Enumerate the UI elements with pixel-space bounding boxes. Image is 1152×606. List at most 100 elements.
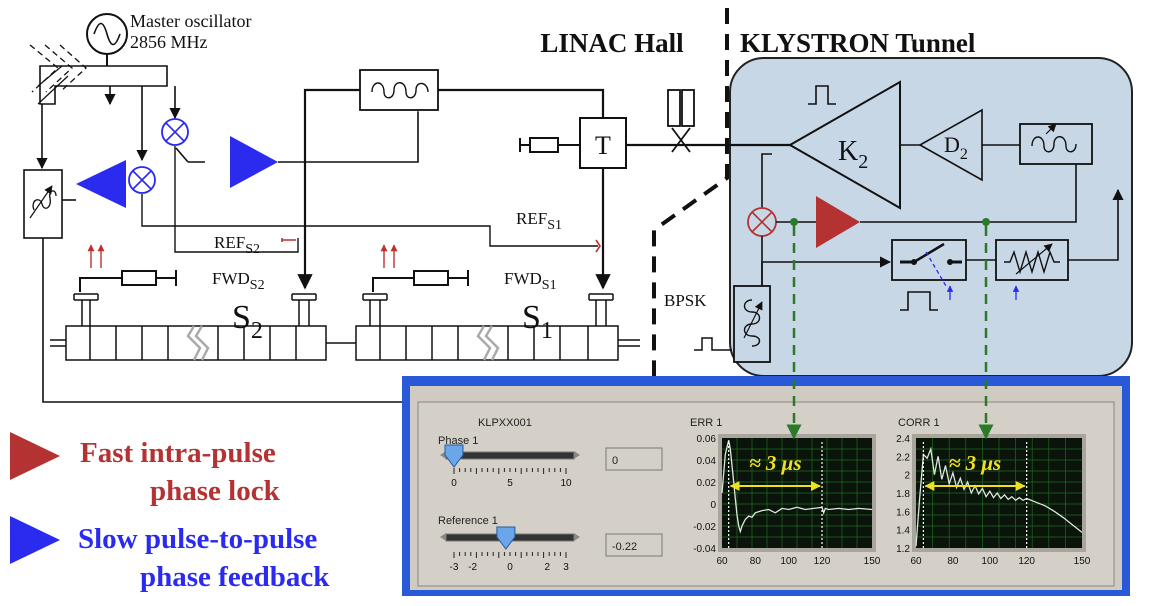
slider-tick-label: 0 — [507, 562, 513, 573]
y-tick-label: 0.02 — [697, 478, 717, 489]
fast-loop-legend-line1: Fast intra-pulse — [80, 437, 276, 469]
t-coupler: T — [579, 117, 627, 169]
phase-value: 0 — [612, 455, 618, 467]
phase-slider-thumb[interactable] — [444, 444, 464, 468]
y-tick-label: 0.06 — [697, 434, 717, 445]
t-coupler-label: T — [595, 131, 611, 160]
fast-loop-mixer — [747, 207, 777, 237]
phase-shifter-left — [23, 169, 63, 239]
slider-tick-label: -3 — [450, 562, 459, 573]
driver-label: D2 — [944, 132, 968, 163]
slider-tick-label: 3 — [563, 562, 569, 573]
ref-s2-label: REFS2 — [214, 233, 260, 257]
phase-shifter-tunnel — [1019, 123, 1093, 165]
fast-loop-legend-line2: phase lock — [150, 475, 281, 507]
reference-value: -0.22 — [612, 541, 637, 553]
y-tick-label: 1.4 — [896, 526, 910, 537]
gate-pulse-icon — [900, 291, 938, 311]
master-oscillator-label: Master oscillator — [130, 11, 251, 31]
device-name: KLPXX001 — [478, 417, 532, 429]
red-arrows-s2 — [87, 244, 105, 268]
plot-title: CORR 1 — [898, 417, 940, 429]
slider-tick-label: 5 — [507, 478, 513, 489]
slow-loop-amplifier-right — [230, 136, 278, 188]
x-tick-label: 100 — [981, 556, 998, 567]
klystron-tunnel-title: KLYSTRON Tunnel — [740, 28, 976, 58]
slider-tick-label: 10 — [560, 478, 572, 489]
phase-label: Phase 1 — [438, 435, 478, 447]
y-tick-label: 2 — [904, 471, 910, 482]
klystron-label: K2 — [838, 136, 868, 173]
y-tick-label: 0 — [710, 500, 716, 511]
y-tick-label: -0.02 — [693, 522, 716, 533]
rf-splitter — [29, 44, 168, 105]
y-tick-label: -0.04 — [693, 544, 716, 555]
bpsk-modulator: BPSK — [664, 285, 771, 363]
x-tick-label: 80 — [947, 556, 959, 567]
ref-s1-label: REFS1 — [516, 209, 562, 233]
accelerating-section-s1 — [355, 293, 640, 361]
reference-value-box[interactable]: -0.22 — [605, 533, 663, 557]
x-tick-label: 150 — [1074, 556, 1091, 567]
waveguide-window — [667, 89, 695, 153]
hall-boundary-line — [652, 8, 729, 392]
phase-slider[interactable] — [440, 444, 580, 468]
linac-hall-title: LINAC Hall — [540, 28, 684, 58]
corr-plot: CORR 1 60 80 100 120 150 1.2 1.4 1.6 1.8 2 2.2 2.4 ≈ … — [896, 417, 1091, 567]
pulse-icon — [808, 85, 836, 105]
x-tick-label: 60 — [910, 556, 922, 567]
slow-loop-legend-line2: phase feedback — [140, 561, 330, 593]
legend: Fast intra-pulse phase lock Slow pulse-t… — [10, 432, 330, 593]
slow-loop-amplifier-left — [76, 160, 126, 208]
rf-load-s2 — [79, 270, 177, 292]
reference-slider-ticks: -3 -2 0 2 3 — [450, 552, 569, 573]
plot-title: ERR 1 — [690, 417, 722, 429]
slider-tick-label: -2 — [468, 562, 477, 573]
fwd-s1-label: FWDS1 — [504, 269, 557, 293]
phase-shifter-top — [359, 69, 439, 111]
fwd-s2-label: FWDS2 — [212, 269, 265, 293]
reference-slider-thumb[interactable] — [496, 526, 516, 550]
oscillator-frequency-label: 2856 MHz — [130, 32, 208, 52]
slow-loop-legend-line1: Slow pulse-to-pulse — [78, 523, 317, 555]
klystron-tunnel-region — [729, 57, 1133, 377]
bpsk-pulse-icon — [694, 337, 732, 351]
y-tick-label: 1.8 — [896, 489, 910, 500]
section-s2-label: S2 — [232, 299, 263, 344]
x-tick-label: 80 — [750, 556, 762, 567]
y-tick-label: 1.6 — [896, 507, 910, 518]
span-annotation: ≈ 3 μs — [949, 451, 1001, 475]
red-arrows-s1 — [380, 244, 398, 268]
sine-wave-icon — [93, 22, 121, 46]
rf-load-s1 — [372, 270, 469, 292]
y-tick-label: 2.2 — [896, 452, 910, 463]
master-oscillator: Master oscillator 2856 MHz — [86, 11, 251, 55]
y-tick-label: 1.2 — [896, 544, 910, 555]
reference-slider[interactable] — [440, 526, 580, 550]
bpsk-label: BPSK — [664, 291, 707, 310]
x-tick-label: 60 — [716, 556, 728, 567]
x-tick-label: 100 — [780, 556, 797, 567]
x-tick-label: 120 — [814, 556, 831, 567]
section-s1-label: S1 — [522, 299, 553, 344]
accelerating-section-s2 — [50, 293, 327, 361]
x-tick-label: 150 — [864, 556, 881, 567]
reference-label: Reference 1 — [438, 515, 498, 527]
rf-switch — [891, 239, 967, 311]
x-tick-label: 120 — [1018, 556, 1035, 567]
slider-tick-label: 0 — [451, 478, 457, 489]
y-tick-label: 0.04 — [697, 456, 717, 467]
phase-value-box[interactable]: 0 — [605, 447, 663, 471]
mixer-2 — [161, 118, 189, 146]
slider-tick-label: 2 — [545, 562, 551, 573]
slow-loop-legend-marker — [10, 516, 60, 564]
mixer-1 — [128, 166, 156, 194]
err-plot: ERR 1 60 80 100 120 150 -0.04 -0.02 0 0.02 0.04 0.0… — [690, 417, 881, 567]
span-annotation: ≈ 3 μs — [749, 451, 801, 475]
chevron-icon — [29, 44, 87, 93]
y-tick-label: 2.4 — [896, 434, 910, 445]
fast-loop-amplifier — [816, 196, 860, 248]
fast-loop-legend-marker — [10, 432, 60, 480]
variable-attenuator — [995, 239, 1069, 281]
